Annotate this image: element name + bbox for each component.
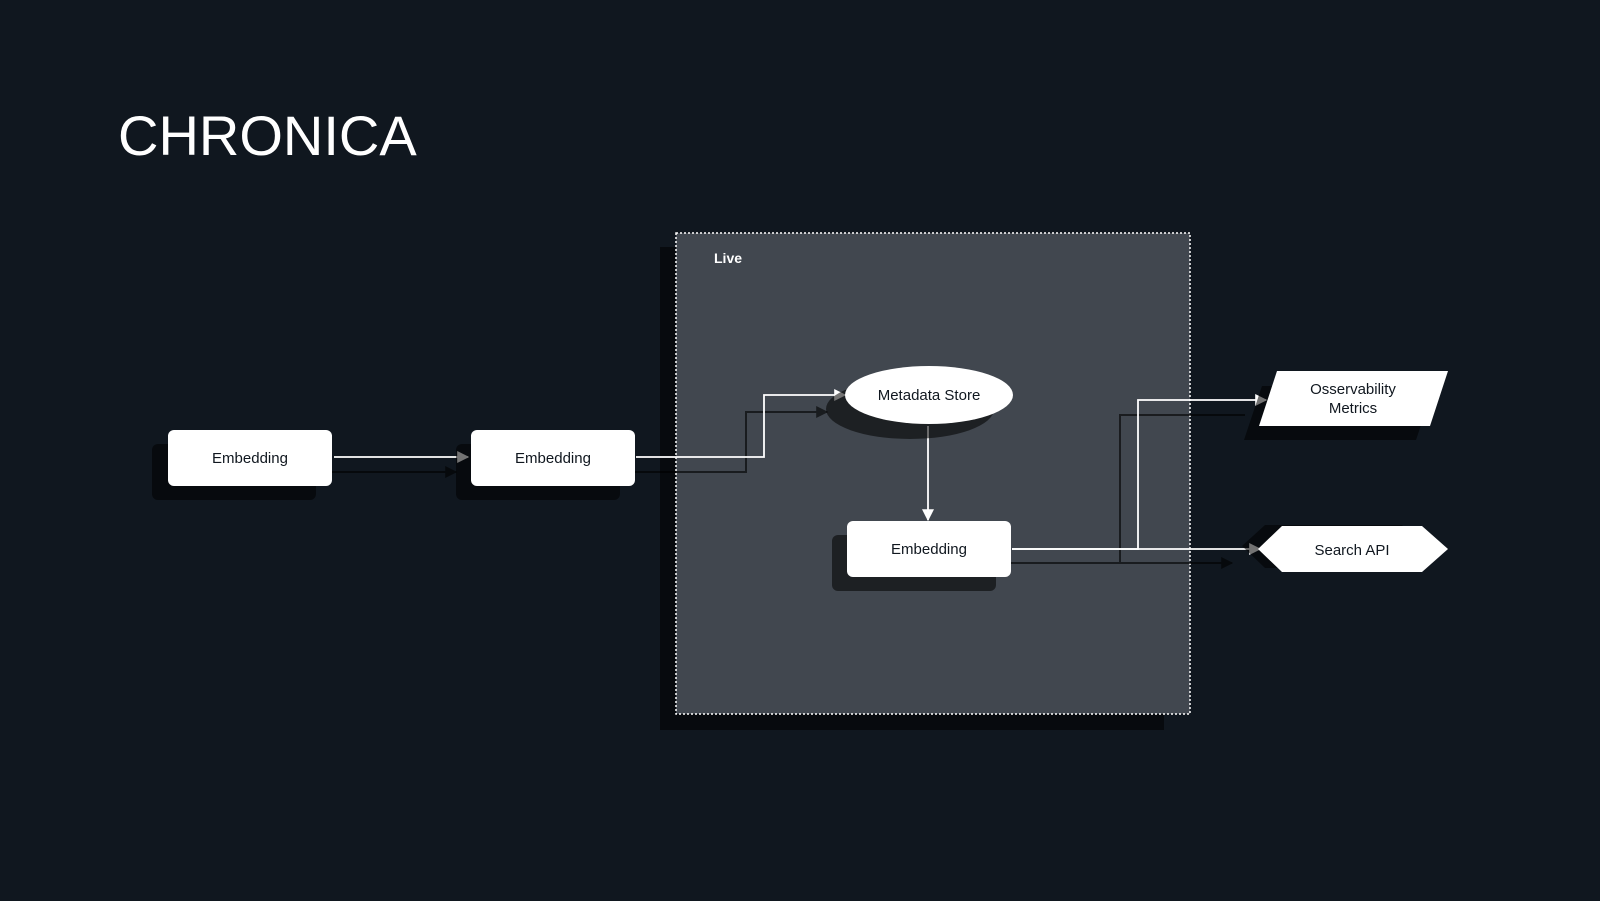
live-group bbox=[675, 232, 1191, 715]
node-observability-label-line2: Metrics bbox=[1329, 400, 1377, 417]
node-embedding-3[interactable]: Embedding bbox=[847, 521, 1011, 577]
node-observability-label-line1: Osservability bbox=[1310, 381, 1396, 398]
node-embedding-2[interactable]: Embedding bbox=[471, 430, 635, 486]
node-embedding-2-label: Embedding bbox=[515, 450, 591, 467]
node-search-api-label: Search API bbox=[1314, 542, 1389, 559]
edge-embedding2-metadata bbox=[636, 389, 847, 458]
node-observability-metrics[interactable]: Osservability Metrics bbox=[1259, 371, 1448, 426]
connectors bbox=[334, 389, 1268, 555]
node-embedding-3-label: Embedding bbox=[891, 541, 967, 558]
node-metadata-store-label: Metadata Store bbox=[878, 387, 981, 404]
node-metadata-store[interactable]: Metadata Store bbox=[845, 366, 1013, 424]
node-embedding-1-label: Embedding bbox=[212, 450, 288, 467]
live-group-label: Live bbox=[714, 250, 742, 266]
node-search-api[interactable]: Search API bbox=[1258, 526, 1448, 572]
page-title: CHRONICA bbox=[118, 104, 417, 167]
node-embedding-1[interactable]: Embedding bbox=[168, 430, 332, 486]
connector-shadows bbox=[318, 406, 1245, 569]
